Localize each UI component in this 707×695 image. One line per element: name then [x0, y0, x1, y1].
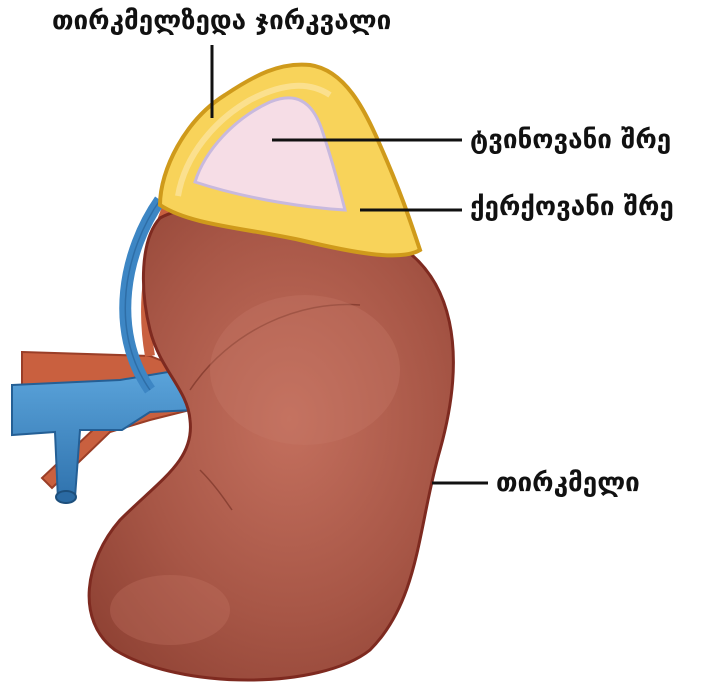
label-kidney: თირკმელი — [496, 468, 640, 498]
label-adrenal-gland: თირკმელზედა ჯირკვალი — [52, 6, 391, 36]
label-cortex: ქერქოვანი შრე — [470, 192, 674, 222]
kidney — [89, 206, 453, 680]
label-medulla: ტვინოვანი შრე — [470, 125, 671, 155]
